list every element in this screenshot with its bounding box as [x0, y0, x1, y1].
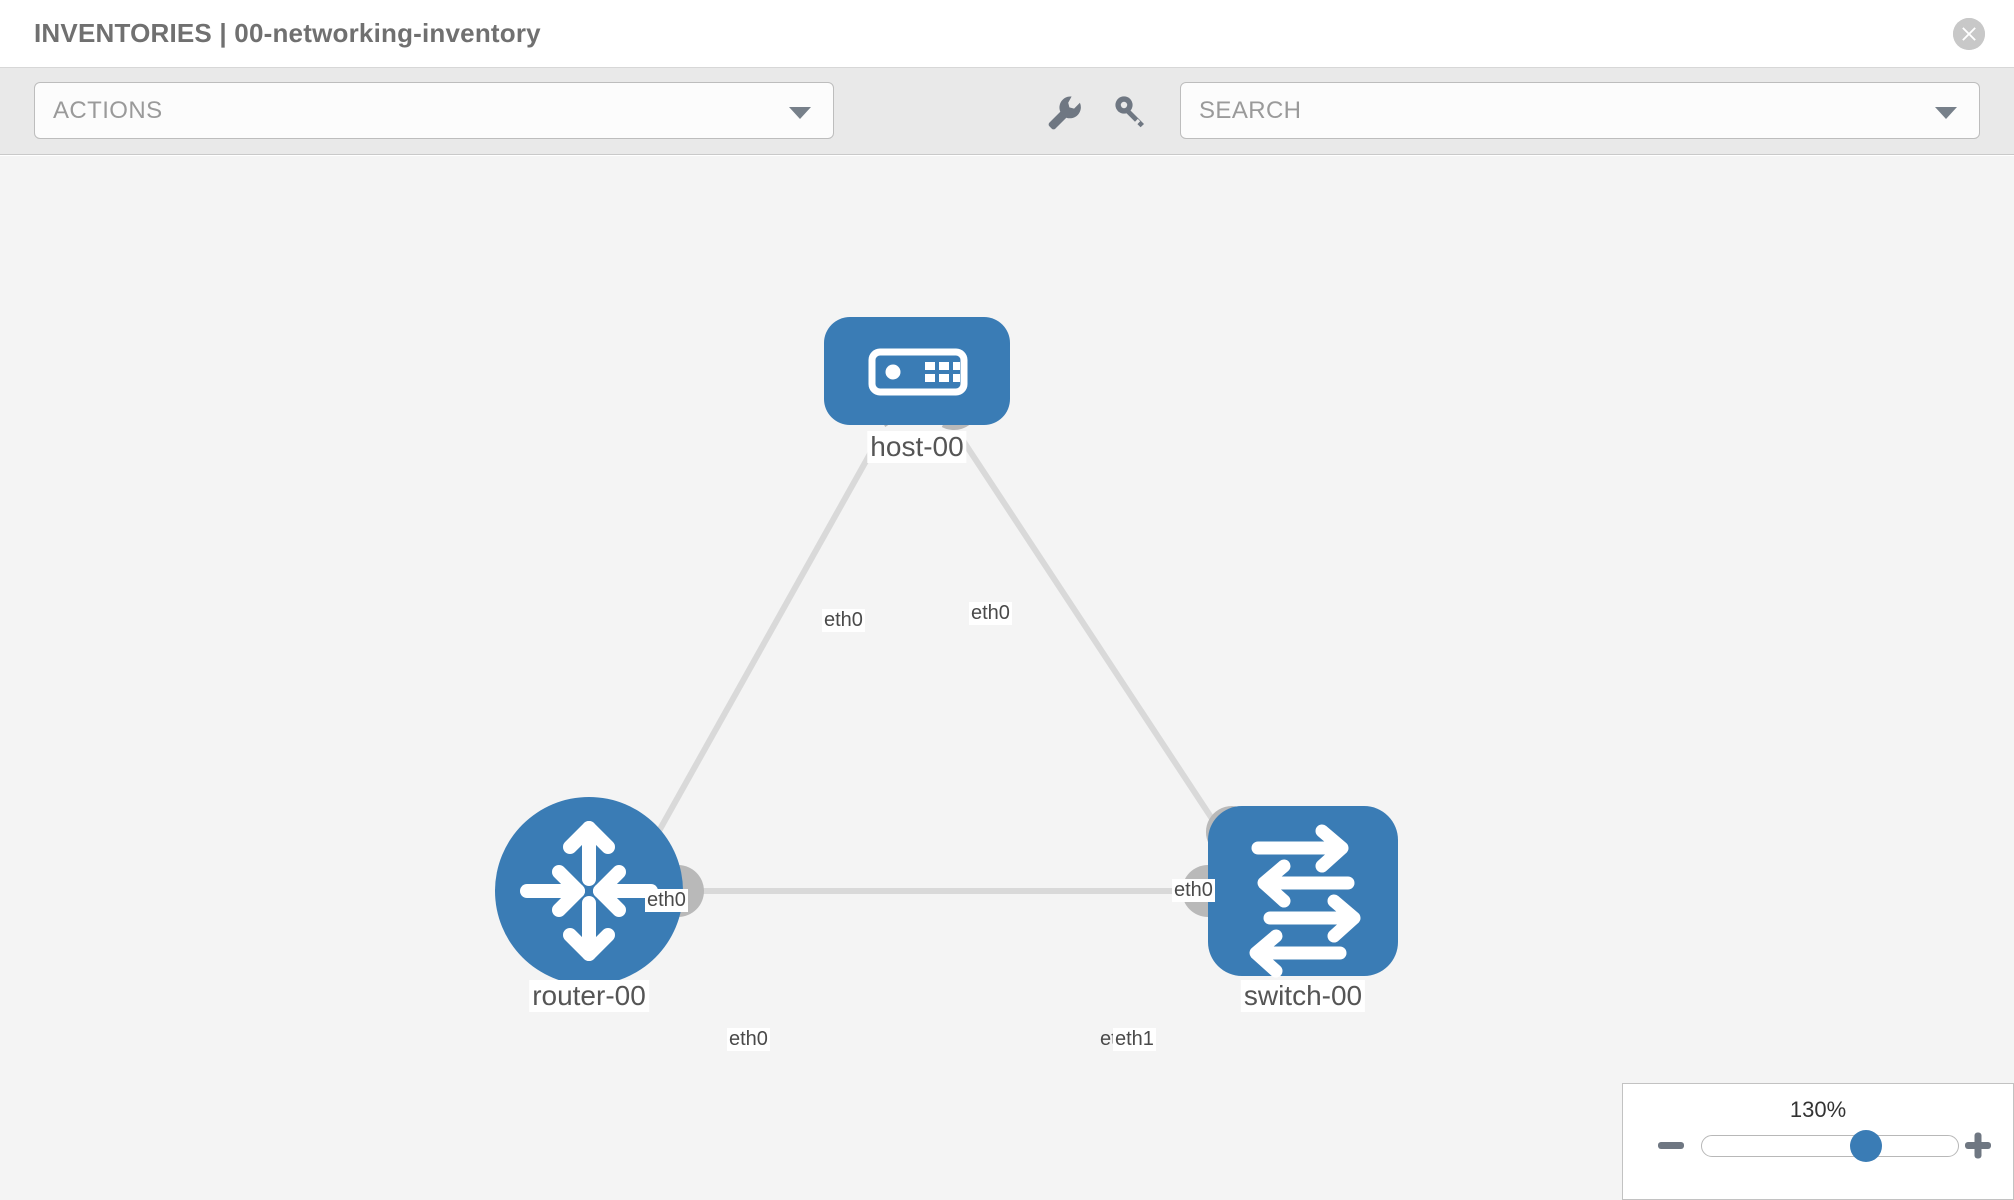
- iface-label-router00-eth0-right: eth0: [727, 1028, 770, 1051]
- page-title: INVENTORIES | 00-networking-inventory: [34, 18, 541, 48]
- key-icon[interactable]: [1110, 90, 1152, 132]
- node-host-00[interactable]: [824, 317, 1010, 425]
- actions-dropdown-label: ACTIONS: [53, 97, 163, 124]
- node-router-00[interactable]: [495, 797, 683, 985]
- page-header: INVENTORIES | 00-networking-inventory: [0, 0, 2014, 68]
- link-host00-switch00: [957, 434, 1233, 848]
- iface-label-host00-eth0-right: eth0: [969, 602, 1012, 625]
- topology-graph: [495, 317, 1398, 985]
- toolbar: ACTIONS SEARCH: [0, 68, 2014, 155]
- node-switch-00[interactable]: [1208, 806, 1398, 978]
- node-label-switch-00: switch-00: [1240, 980, 1366, 1012]
- zoom-slider-track[interactable]: [1701, 1135, 1959, 1157]
- zoom-out-button[interactable]: [1656, 1130, 1686, 1160]
- iface-label-host00-eth0-left: eth0: [822, 609, 865, 632]
- search-input[interactable]: SEARCH: [1180, 82, 1980, 139]
- server-icon: [868, 348, 968, 396]
- zoom-in-button[interactable]: [1963, 1130, 1993, 1160]
- chevron-down-icon: [789, 107, 811, 119]
- iface-label-switch00-eth0-up: eth0: [1172, 879, 1215, 902]
- switch-arrows-icon: [1249, 824, 1361, 978]
- node-label-host-00: host-00: [867, 431, 967, 463]
- chevron-down-icon[interactable]: [1935, 107, 1957, 119]
- link-host00-router00: [642, 434, 883, 858]
- zoom-control-panel: 130%: [1622, 1083, 2014, 1200]
- iface-label-router00-eth0-up: eth0: [645, 889, 688, 912]
- close-icon[interactable]: [1953, 18, 1985, 50]
- router-arrows-icon: [520, 821, 658, 961]
- iface-label-switch00-eth1: eth1: [1113, 1028, 1156, 1051]
- wrench-icon[interactable]: [1042, 90, 1084, 132]
- node-label-router-00: router-00: [529, 980, 649, 1012]
- search-placeholder: SEARCH: [1199, 97, 1302, 124]
- link-layer: [642, 434, 1233, 894]
- actions-dropdown[interactable]: ACTIONS: [34, 82, 834, 139]
- zoom-slider-thumb[interactable]: [1850, 1130, 1883, 1162]
- zoom-level-value: 130%: [1789, 1097, 1847, 1122]
- topology-canvas[interactable]: host-00 router-00 switch-00 eth0 eth0 et…: [0, 156, 2014, 1200]
